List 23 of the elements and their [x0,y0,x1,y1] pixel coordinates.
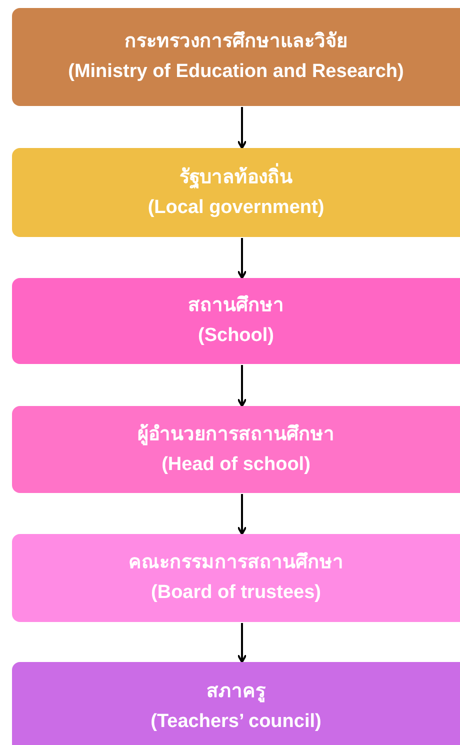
english-label: (School) [198,324,274,348]
thai-label: สถานศึกษา [188,294,284,318]
english-label: (Ministry of Education and Research) [68,60,404,84]
arrow [237,107,247,149]
process-box [12,148,460,237]
english-label: (Local government) [148,196,324,220]
thai-label: สภาครู [206,680,266,704]
english-label: (Teachers’ council) [150,710,322,734]
process-box [12,8,460,106]
process-box [12,406,460,493]
thai-label: กระทรวงการศึกษาและวิจัย [124,30,348,54]
process-box [12,662,460,745]
english-label: (Board of trustees) [151,581,321,605]
english-label: (Head of school) [162,452,310,476]
process-box [12,278,460,364]
thai-label: ผู้อำนวยการสถานศึกษา [138,422,334,448]
thai-label: รัฐบาลท้องถิ่น [180,162,292,192]
arrow [237,365,247,407]
process-box [12,534,460,622]
arrow [237,623,247,663]
arrow [237,494,247,535]
thai-label: คณะกรรมการสถานศึกษา [128,551,344,575]
arrow [237,238,247,279]
